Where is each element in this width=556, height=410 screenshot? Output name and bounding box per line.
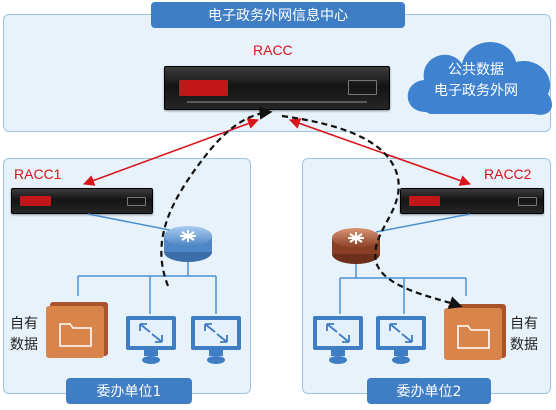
right-unit-name: 委办单位2 <box>367 378 491 404</box>
left-own-data-line2: 数据 <box>10 337 38 353</box>
info-center-title: 电子政务外网信息中心 <box>151 2 405 28</box>
right-router-icon <box>332 228 380 264</box>
left-own-data-folder-icon <box>46 302 108 358</box>
red-arrow-right <box>288 118 472 186</box>
right-own-data-folder-icon <box>444 304 506 360</box>
right-monitor-1-icon <box>313 316 363 364</box>
racc-center-server <box>164 66 390 110</box>
racc1-label: RACC1 <box>14 166 62 182</box>
racc1-server <box>11 188 153 214</box>
cloud-line1: 公共数据 <box>448 62 504 78</box>
left-router-icon <box>164 226 212 262</box>
cloud-icon <box>407 41 553 115</box>
red-arrow-left <box>82 118 260 186</box>
right-own-data-line1: 自有 <box>510 316 538 332</box>
right-own-data-line2: 数据 <box>510 337 538 353</box>
cloud-line2: 电子政务外网 <box>434 83 518 99</box>
left-network-lines <box>77 213 217 314</box>
racc-center-label: RACC <box>253 42 293 58</box>
racc2-label: RACC2 <box>484 166 532 182</box>
left-monitor-1-icon <box>126 316 176 364</box>
dashed-flow-right <box>281 114 463 309</box>
racc2-server <box>400 188 544 214</box>
right-monitor-2-icon <box>376 316 426 364</box>
left-monitor-2-icon <box>191 316 241 364</box>
dashed-flow-left <box>160 106 273 287</box>
left-own-data-line1: 自有 <box>10 316 38 332</box>
left-unit-name: 委办单位1 <box>66 378 192 404</box>
